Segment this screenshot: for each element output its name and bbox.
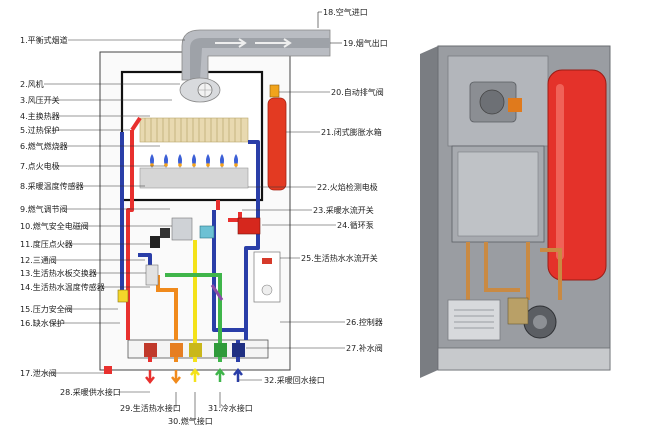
label-6: 6.燃气燃烧器 <box>20 141 68 151</box>
flue-inner <box>190 38 330 80</box>
plate-exchanger <box>145 264 159 286</box>
label-15: 15.压力安全阀 <box>20 304 73 314</box>
pressure-safety-valve <box>117 289 129 303</box>
photo-fan-motor-icon <box>479 89 505 115</box>
heating-return-pipes <box>120 132 260 362</box>
photo-copper-pipes <box>466 242 562 300</box>
bottom-connectors <box>144 343 245 357</box>
right-labels: 18.空气进口 19.烟气出口 20.自动排气阀 21.闭式膨胀水箱 22.火焰… <box>301 7 388 353</box>
label-17: 17.泄水阀 <box>20 368 57 378</box>
label-19: 19.烟气出口 <box>343 38 388 48</box>
auto-air-vent <box>269 84 280 98</box>
photo-chamber-front <box>457 151 539 237</box>
label-20: 20.自动排气阀 <box>331 87 384 97</box>
label-14: 14.生活热水温度传感器 <box>20 282 105 292</box>
label-9: 9.燃气调节阀 <box>20 204 68 214</box>
expansion-tank <box>267 97 287 191</box>
photo-bottom-plate <box>437 347 611 371</box>
photo-control-vents <box>454 309 494 329</box>
label-27: 27.补水阀 <box>346 343 383 353</box>
photo-tank-highlight <box>556 84 564 260</box>
flue-arrow-icon <box>255 38 292 48</box>
label-31: 31.冷水接口 <box>208 403 253 413</box>
label-5: 5.过热保护 <box>20 125 60 135</box>
ignitor <box>150 236 160 248</box>
controller-led <box>262 258 272 264</box>
flue-arrow-icon-2 <box>215 38 247 48</box>
photo-orange-sticker <box>508 98 522 112</box>
label-7: 7.点火电极 <box>20 161 60 171</box>
heat-exchanger-fins <box>139 117 249 143</box>
controller-knob-icon <box>261 284 273 296</box>
photo-control-box <box>447 299 501 341</box>
label-28: 28.采暖供水接口 <box>60 387 121 397</box>
schematic <box>99 12 331 385</box>
photo-pump-center-icon <box>533 315 547 329</box>
label-18: 18.空气进口 <box>323 7 368 17</box>
label-1: 1.平衡式烟道 <box>20 35 68 45</box>
label-24: 24.循环泵 <box>337 220 374 230</box>
flow-arrows <box>145 367 243 385</box>
label-21: 21.闭式膨胀水箱 <box>321 127 382 137</box>
label-29: 29.生活热水接口 <box>120 403 181 413</box>
circulation-pump <box>237 217 261 235</box>
fan-icon <box>179 77 221 103</box>
photo-casing-side <box>420 46 438 378</box>
left-labels: 1.平衡式烟道 2.风机 3.风压开关 4.主换热器 5.过热保护 6.燃气燃烧… <box>20 35 325 426</box>
label-2: 2.风机 <box>20 79 44 89</box>
label-4: 4.主换热器 <box>20 111 60 121</box>
label-32: 32.采暖回水接口 <box>264 375 325 385</box>
label-22: 22.火焰检测电极 <box>317 182 378 192</box>
label-11: 11.度压点火器 <box>20 239 73 249</box>
label-30: 30.燃气接口 <box>168 416 213 426</box>
label-25: 25.生活热水水流开关 <box>301 253 378 263</box>
gas-solenoid <box>160 228 170 238</box>
leader-lines <box>44 11 345 420</box>
label-12: 12.三通阀 <box>20 255 57 265</box>
burner <box>139 167 249 189</box>
boiler-photo <box>420 45 611 378</box>
label-3: 3.风压开关 <box>20 95 60 105</box>
photo-valve-block <box>507 297 529 325</box>
drain-valve <box>104 366 112 374</box>
label-10: 10.燃气安全电磁阀 <box>20 221 89 231</box>
label-8: 8.采暖温度传感器 <box>20 181 84 191</box>
label-16: 16.缺水保护 <box>20 318 65 328</box>
three-way-valve <box>199 225 215 239</box>
bypass-pipe <box>210 284 224 301</box>
label-23: 23.采暖水流开关 <box>313 205 374 215</box>
label-26: 26.控制器 <box>346 317 383 327</box>
label-13: 13.生活热水板交换器 <box>20 268 97 278</box>
gas-valve <box>171 217 193 241</box>
